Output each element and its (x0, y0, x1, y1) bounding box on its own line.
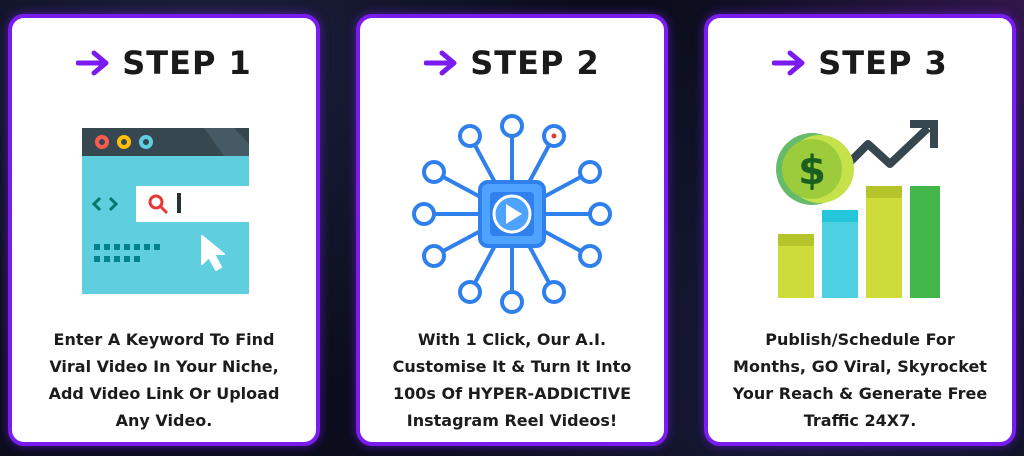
arrow-right-icon (424, 50, 457, 76)
desc-line: Publish/Schedule For (765, 330, 955, 349)
step-1-card: STEP 1 Enter A Keyword To Find Viral Vid… (8, 14, 320, 446)
desc-line: Traffic 24X7. (803, 411, 917, 430)
step-1-heading: STEP 1 (12, 44, 316, 82)
desc-line: Months, GO Viral, Skyrocket (733, 357, 987, 376)
desc-line: Instagram Reel Videos! (406, 411, 618, 430)
step-1-label: STEP 1 (122, 44, 252, 82)
browser-search-icon (12, 114, 316, 314)
arrow-right-icon (772, 50, 805, 76)
step-2-heading: STEP 2 (360, 44, 664, 82)
growth-chart-dollar-icon: $ (708, 114, 1012, 314)
step-3-description: Publish/Schedule For Months, GO Viral, S… (724, 326, 996, 434)
ai-video-network-icon (360, 114, 664, 314)
desc-line: Viral Video In Your Niche, (49, 357, 279, 376)
step-2-card: STEP 2 (356, 14, 668, 446)
desc-line: With 1 Click, Our A.I. (417, 330, 607, 349)
arrow-right-icon (76, 50, 109, 76)
step-1-description: Enter A Keyword To Find Viral Video In Y… (28, 326, 300, 434)
step-3-heading: STEP 3 (708, 44, 1012, 82)
desc-line: Customise It & Turn It Into (392, 357, 632, 376)
desc-line: 100s Of HYPER-ADDICTIVE (392, 384, 632, 403)
desc-line: Your Reach & Generate Free (732, 384, 988, 403)
step-2-description: With 1 Click, Our A.I. Customise It & Tu… (376, 326, 648, 434)
step-3-card: STEP 3 $ Publish/Schedule For Months, GO… (704, 14, 1016, 446)
desc-line: Enter A Keyword To Find (53, 330, 275, 349)
desc-line: Add Video Link Or Upload (48, 384, 280, 403)
step-3-label: STEP 3 (818, 44, 948, 82)
step-2-label: STEP 2 (470, 44, 600, 82)
desc-line: Any Video. (115, 411, 213, 430)
svg-text:$: $ (798, 148, 826, 194)
